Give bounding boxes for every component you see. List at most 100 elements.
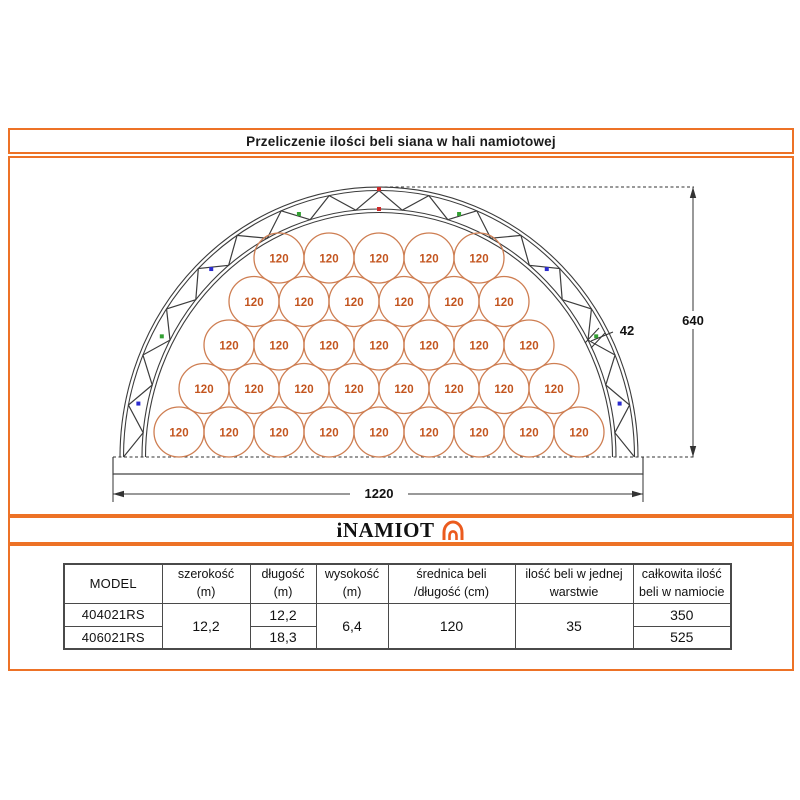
marker-red [377,187,381,191]
height-dimension: 640 [673,187,713,457]
bale-diameter-label: 120 [519,341,538,353]
bale-diameter-label: 120 [419,254,438,266]
truss-arch [119,186,639,458]
ground-base [112,457,644,475]
logo-text: iNAMIOT [336,517,435,542]
marker-green [457,212,462,217]
logo-bar: iNAMIOT [8,516,794,544]
marker-blue [209,267,214,272]
leader-line [590,331,614,342]
bale-diameter-label: 120 [369,428,388,440]
marker-blue [544,267,549,272]
marker-blue [136,401,141,406]
wysokosc-cell: 6,4 [315,602,389,650]
marker-green [594,334,599,339]
page-title: Przeliczenie ilości beli siana w hali na… [246,133,556,149]
truss-chord [141,208,617,458]
bale-diameter-label: 120 [244,384,263,396]
col-header-srednica: średnica beli /długość (cm) [387,563,516,604]
joint-markers [136,187,622,406]
bale-diameter-label: 120 [519,428,538,440]
bale-diameter-label: 120 [344,384,363,396]
bale-diameter-label: 120 [444,384,463,396]
model-cell: 406021RS [63,625,163,650]
truss-chord [122,189,636,458]
dim-label-bg [350,485,408,502]
diagram-panel: 120 120 120 120 120 120 120 120 120 120 120 120 120 1… [8,156,794,516]
bale-diameter-label: 120 [319,428,338,440]
srednica-cell: 120 [387,602,516,650]
table-panel: MODEL szerokość (m) długość (m) wysokość… [8,544,794,671]
bale-diameter-label: 120 [269,254,288,266]
bale-diameter-label: 120 [469,428,488,440]
bale-diameter-label: 120 [369,254,388,266]
bale-circle [453,232,505,284]
dim-width-label: 1220 [365,486,394,501]
bale-diameter-label: 120 [319,254,338,266]
bale-diameter-label: 120 [319,341,338,353]
bale-diameter-label: 120 [344,297,363,309]
bale-circle [478,275,530,328]
marker-blue [617,401,622,406]
szerokosc-cell: 12,2 [161,602,251,650]
model-cell: 404021RS [63,602,163,627]
truss-chord [119,186,639,458]
hay-bales: 120 120 120 120 120 120 120 120 120 120 120 120 120 1… [153,232,605,458]
col-header-szerokosc: szerokość (m) [161,563,251,604]
bale-diameter-label: 120 [494,384,513,396]
bale-diameter-label: 120 [219,341,238,353]
arrow-right-icon [632,490,643,498]
truss-web-zigzag [123,189,635,458]
marker-red [377,207,381,211]
bale-diameter-label: 120 [244,297,263,309]
table-row: 406021RS 18,3 525 [63,625,732,650]
bale-circle [528,362,580,415]
bale-diameter-label: 120 [469,254,488,266]
bale-diameter-label: 120 [419,428,438,440]
bale-circle [503,319,555,371]
col-header-wysokosc: wysokość (m) [315,563,389,604]
dim-height-label: 640 [682,313,704,328]
arrow-left-icon [113,490,124,498]
table-header-row: MODEL szerokość (m) długość (m) wysokość… [63,563,732,604]
table-row: 404021RS 12,2 12,2 6,4 120 35 350 [63,602,732,650]
bale-diameter-label: 120 [419,341,438,353]
arrow-up-icon [689,187,697,198]
col-header-model: MODEL [63,563,163,604]
arrow-down-icon [689,446,697,457]
bale-diameter-label: 120 [469,341,488,353]
hatch-tick [584,327,600,344]
bale-diameter-label: 120 [269,428,288,440]
truss-chord [144,212,614,458]
bale-diameter-label: 120 [494,297,513,309]
bale-diameter-label: 120 [294,384,313,396]
tent-outline [442,520,463,540]
bale-diameter-label: 120 [269,341,288,353]
width-dimension: 1220 [112,474,644,502]
bale-diameter-label: 120 [394,297,413,309]
dlugosc-cell: 18,3 [249,625,317,650]
bale-diameter-label: 120 [444,297,463,309]
title-bar: Przeliczenie ilości beli siana w hali na… [8,128,794,154]
hatch-tick [590,332,606,349]
dlugosc-cell: 12,2 [249,602,317,627]
bale-diameter-label: 120 [569,428,588,440]
bale-diameter-label: 120 [294,297,313,309]
marker-green [296,212,301,217]
dim-label-bg [673,311,713,329]
marker-green [159,334,164,339]
bale-circle [553,406,605,458]
bale-diameter-label: 120 [219,428,238,440]
tent-door [447,530,458,540]
tent-logo-icon [442,520,463,540]
bale-diameter-label: 120 [369,341,388,353]
dim-truss-label: 42 [620,323,634,338]
col-header-dlugosc: długość (m) [249,563,317,604]
bale-diameter-label: 120 [394,384,413,396]
col-header-ilosc-warstwa: ilość beli w jednej warstwie [514,563,634,604]
bale-diameter-label: 120 [194,384,213,396]
bale-diameter-label: 120 [544,384,563,396]
spec-table: MODEL szerokość (m) długość (m) wysokość… [63,563,732,650]
truss-depth-dimension: 42 [584,323,634,349]
